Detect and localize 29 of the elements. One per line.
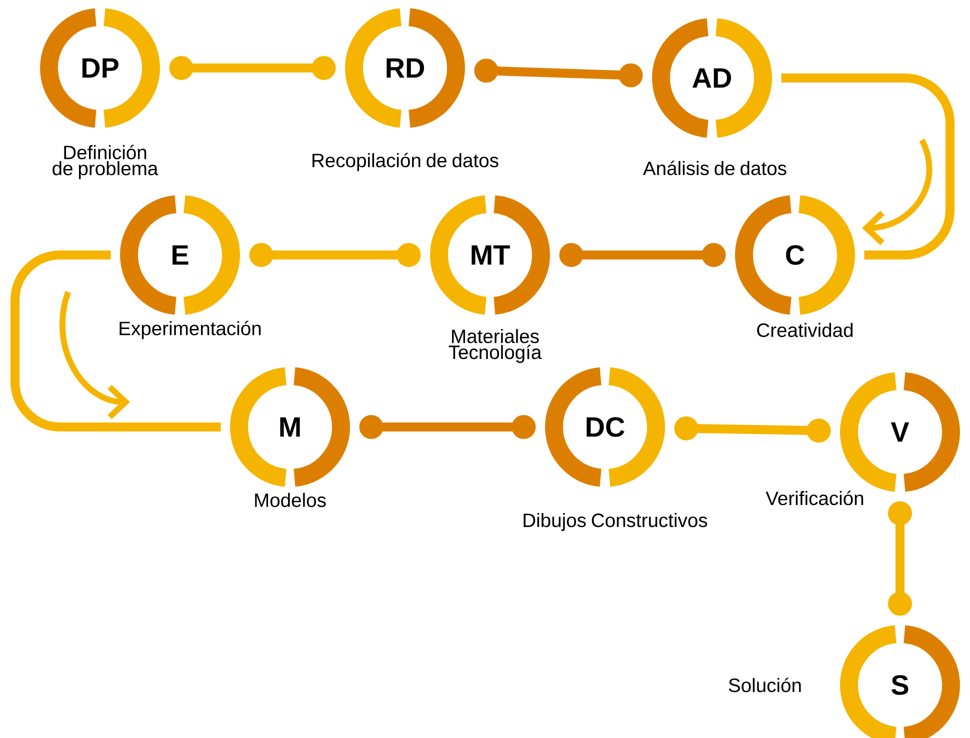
caption-label: Materiales Tecnología — [448, 329, 542, 363]
caption-label: Análisis de datos — [643, 160, 786, 176]
ring-node: V — [840, 372, 960, 492]
connector — [474, 58, 643, 88]
connector — [888, 501, 912, 616]
caption-label: Definición de problema — [52, 144, 158, 180]
connector — [169, 56, 336, 80]
ring-node: S — [840, 625, 960, 738]
ring-node: AD — [652, 18, 772, 138]
caption-label: Verificación — [766, 490, 864, 506]
connector — [781, 74, 954, 260]
caption-label: Solución — [728, 678, 801, 692]
caption-label: Dibujos Constructivos — [524, 513, 708, 531]
ring-node: RD — [345, 8, 465, 128]
ring-node: MT — [430, 195, 550, 315]
ring-node: DP — [40, 8, 160, 128]
connector — [674, 416, 831, 443]
caption-label: Modelos — [255, 492, 326, 508]
ring-node: M — [230, 367, 350, 487]
connector — [559, 243, 726, 268]
ring-node: C — [735, 195, 855, 315]
caption-label: Creatividad — [757, 322, 853, 338]
caption-label: Experimentación — [120, 320, 261, 340]
ring-node: DC — [545, 367, 665, 487]
ring-node: E — [120, 195, 240, 315]
connector — [359, 415, 536, 440]
caption-label: Recopilación de datos — [312, 152, 498, 172]
connector — [10, 250, 221, 432]
connector — [249, 243, 421, 268]
